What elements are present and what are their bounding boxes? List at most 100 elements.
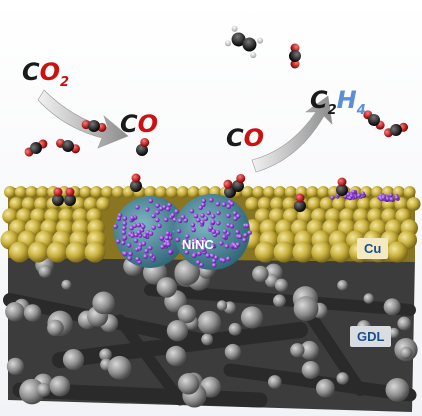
cu-sphere <box>46 241 68 263</box>
gdl-sphere <box>107 355 132 380</box>
ninc-atom <box>210 219 216 225</box>
co-molecule <box>52 187 64 206</box>
cu-sphere <box>83 197 98 211</box>
gdl-sphere <box>293 296 319 322</box>
gdl-sphere <box>165 345 187 367</box>
oxygen-atom <box>236 173 246 183</box>
carbon-atom <box>30 142 42 154</box>
gdl-sphere <box>49 375 71 397</box>
gdl-sphere <box>216 300 228 311</box>
ninc-atom <box>191 253 197 258</box>
ninc-atom <box>167 202 172 208</box>
carbon-atom <box>242 37 257 52</box>
ninc-atom <box>177 218 183 224</box>
ninc-atom <box>115 239 121 244</box>
cu-sphere <box>96 197 111 211</box>
cu-sphere <box>386 241 408 263</box>
ninc-atom <box>208 197 214 203</box>
ninc-atom <box>129 225 134 231</box>
ninc-atom <box>360 191 365 196</box>
ninc-atom <box>389 197 394 202</box>
ninc-atom <box>121 230 127 235</box>
carbon-atom <box>64 194 76 206</box>
ninc-atom <box>121 225 127 231</box>
cu-sphere <box>292 241 314 263</box>
cu-sphere <box>34 197 48 211</box>
ninc-atom <box>136 230 142 235</box>
oxygen-atom <box>337 177 347 187</box>
ninc-atom <box>237 234 243 240</box>
oxygen-atom <box>53 187 63 197</box>
gdl-sphere <box>99 348 112 361</box>
ninc-atom <box>330 195 335 200</box>
co2-molecule <box>55 138 81 154</box>
ninc-atom <box>132 223 138 228</box>
ninc-atom <box>165 231 171 236</box>
carbon-atom <box>130 180 142 192</box>
cu-sphere <box>268 208 285 224</box>
gdl-sphere <box>385 378 410 402</box>
carbon-atom <box>52 194 64 206</box>
hydrogen-atom <box>250 52 257 59</box>
cu-sphere <box>307 197 322 211</box>
cu-sphere <box>36 186 49 198</box>
gdl-sphere <box>61 279 72 290</box>
ninc-atom <box>158 206 164 211</box>
label-co-right-c: C <box>226 124 244 152</box>
carbon-atom <box>62 140 74 152</box>
ninc-atom <box>211 262 217 268</box>
gdl-fiber <box>114 314 186 406</box>
cu-sphere <box>2 208 18 224</box>
co2-molecule <box>363 110 385 130</box>
cu-sphere <box>274 186 286 198</box>
ninc-atom <box>235 242 241 247</box>
co-molecule <box>64 187 76 206</box>
ninc-atom <box>242 237 247 243</box>
co-molecule <box>136 137 150 156</box>
gdl-spheres <box>5 255 418 408</box>
ninc-atom <box>113 224 118 229</box>
ninc-atom <box>221 234 227 240</box>
arrow-right-icon <box>251 95 333 173</box>
oxygen-atom <box>131 173 141 183</box>
ninc-atom <box>165 206 171 212</box>
ninc-atom <box>232 210 238 216</box>
ninc-atom <box>199 262 204 268</box>
cu-sphere <box>176 186 189 198</box>
ninc-atom <box>127 255 132 261</box>
ninc-atom <box>166 242 171 247</box>
ninc-atom <box>211 258 217 264</box>
ninc-atom <box>181 242 186 247</box>
label-co-left-c: C <box>120 110 138 138</box>
ninc-atom <box>226 213 231 219</box>
ninc-atom <box>160 244 165 250</box>
cu-sphere <box>245 197 260 211</box>
ninc-atom <box>151 225 156 230</box>
cu-sphere <box>332 197 347 211</box>
carbon-atom <box>232 180 244 192</box>
cu-sphere <box>254 241 276 263</box>
ninc-atom <box>141 241 147 246</box>
gdl-sphere <box>5 301 25 322</box>
label-co-right-o: O <box>243 124 265 152</box>
label-cu: Cu <box>357 238 389 259</box>
ninc-atom <box>128 251 133 257</box>
cu-sphere <box>112 186 124 198</box>
ninc-atom <box>137 245 142 251</box>
ninc-atom <box>122 235 128 241</box>
gdl-sphere <box>273 294 286 308</box>
gdl-sphere <box>224 343 241 361</box>
ninc-atom <box>184 250 190 255</box>
molecules <box>24 25 409 212</box>
label-co-left-o: O <box>137 110 159 138</box>
ninc-atom <box>196 251 202 256</box>
co2-molecule <box>81 120 107 132</box>
gdl-sphere <box>300 340 319 360</box>
ninc-atom <box>122 221 127 226</box>
co-molecule <box>130 173 142 192</box>
ninc-atom <box>144 248 149 254</box>
cu-sphere <box>72 208 88 224</box>
ninc-atom <box>226 256 231 262</box>
ninc-atom <box>222 229 228 234</box>
